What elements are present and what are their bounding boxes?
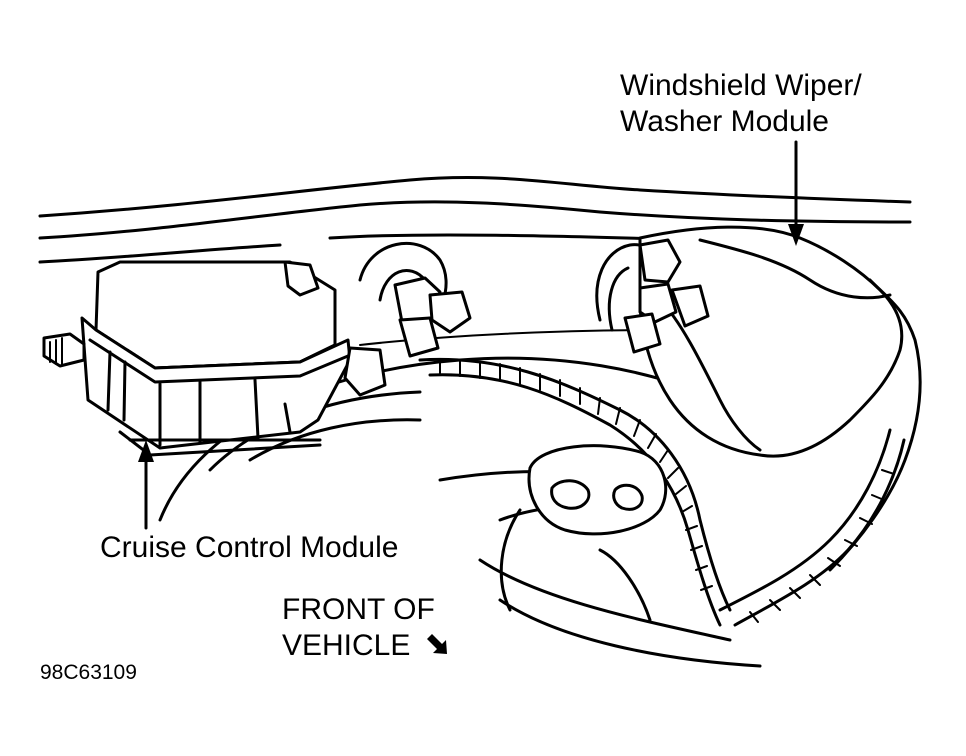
front-of-vehicle-text: VEHICLE	[282, 629, 411, 662]
cruise-control-module-label: Cruise Control Module	[100, 531, 399, 564]
diagonal-arrow-down-right-icon	[426, 634, 447, 654]
figure-id-label: 98C63109	[40, 661, 137, 684]
wiper-module-label-line2: Washer Module	[620, 105, 829, 138]
wiper-module-leader	[788, 140, 804, 246]
cruise-module-leader	[138, 440, 154, 530]
reservoir-cap	[499, 444, 668, 622]
front-of-vehicle-label-line2: VEHICLE	[282, 630, 451, 662]
center-connectors	[393, 276, 472, 358]
wiper-washer-module-drawing	[623, 225, 922, 572]
front-of-vehicle-label-line1: FRONT OF	[282, 593, 435, 626]
cruise-control-module-drawing	[42, 260, 387, 457]
wiper-module-label-line1: Windshield Wiper/	[620, 69, 862, 102]
cowl-panel	[38, 175, 912, 346]
